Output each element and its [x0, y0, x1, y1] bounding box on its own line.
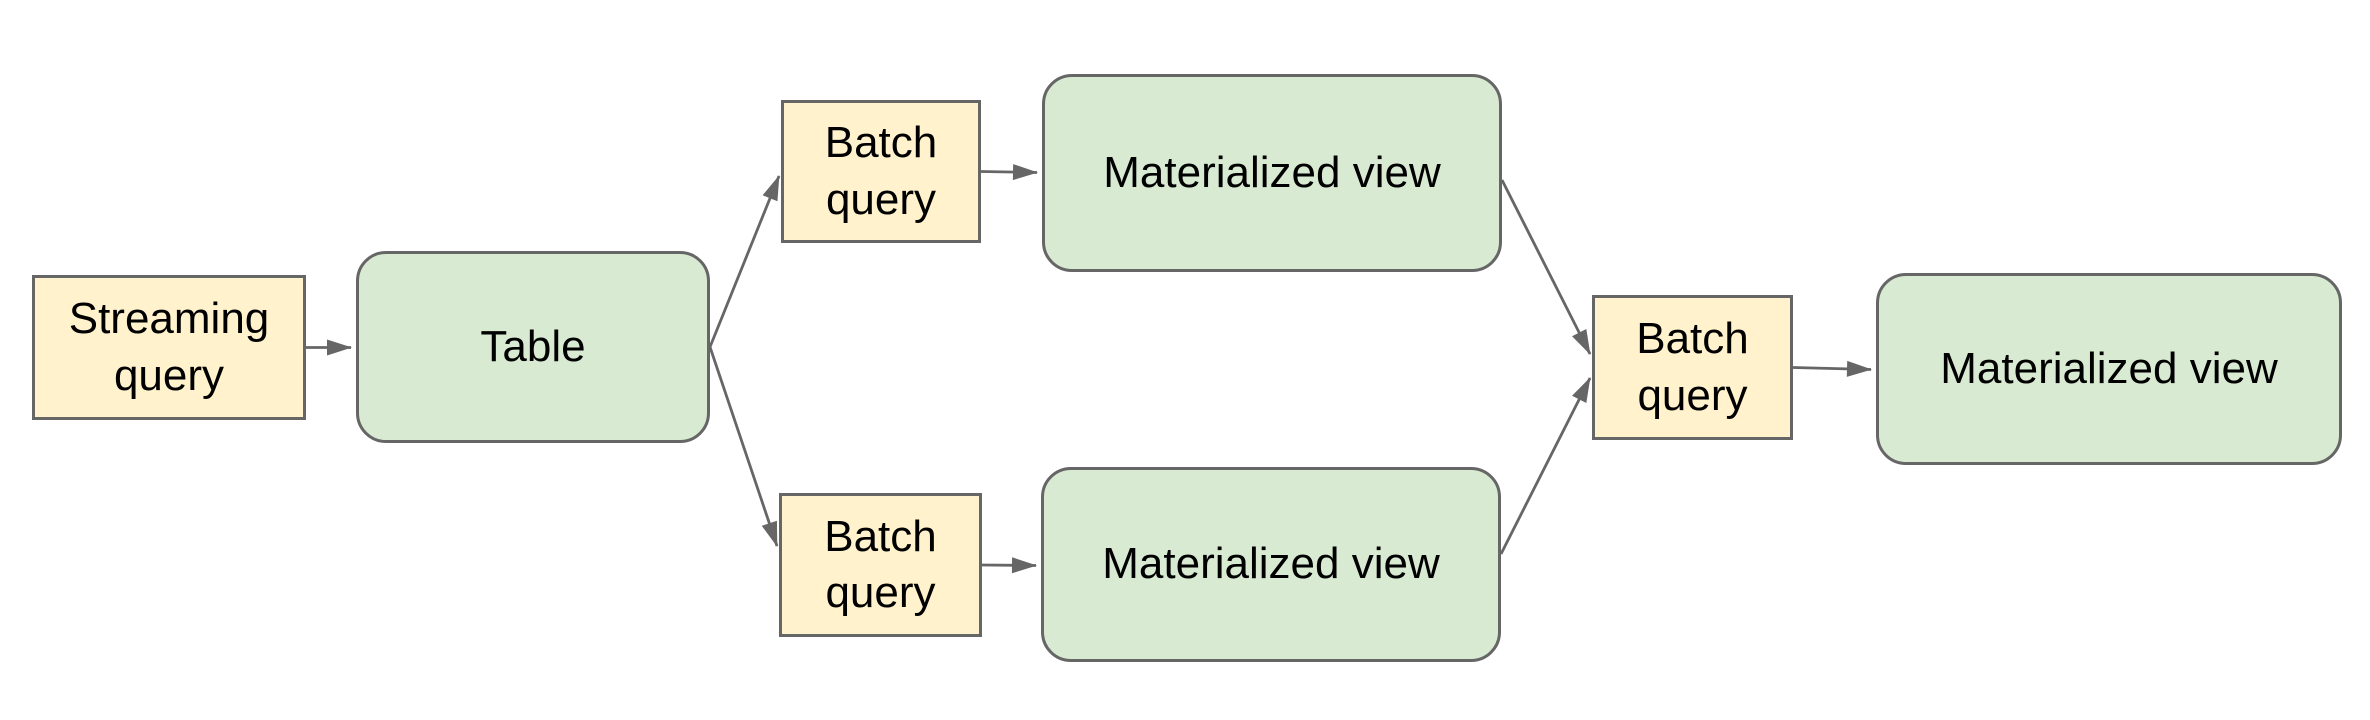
node-streaming-query: Streaming query — [32, 275, 306, 420]
edge-table-to-batch-query-bottom — [708, 346, 779, 547]
node-batch-query-top-label: Batch query — [824, 118, 938, 224]
node-materialized-view-bottom-label: Materialized view — [1102, 539, 1440, 589]
node-materialized-view-right-label: Materialized view — [1940, 343, 2278, 393]
node-batch-query-bottom: Batch query — [779, 493, 982, 637]
node-batch-query-bottom-label: Batch query — [824, 511, 937, 617]
node-table-label: Table — [480, 321, 586, 371]
edge-mv-top-to-batch-query-right — [1500, 179, 1592, 355]
node-batch-query-right-label: Batch query — [1636, 314, 1749, 420]
edge-batch-query-bottom-to-mv-bottom — [981, 557, 1037, 574]
node-materialized-view-bottom: Materialized view — [1041, 467, 1501, 662]
node-batch-query-top: Batch query — [781, 100, 981, 243]
edge-mv-bottom-to-batch-query-right — [1499, 377, 1592, 555]
node-table: Table — [356, 251, 710, 443]
edge-table-to-batch-query-top — [708, 175, 781, 348]
edge-batch-query-right-to-mv-right — [1792, 360, 1872, 377]
node-materialized-view-right: Materialized view — [1876, 273, 2342, 465]
node-materialized-view-top: Materialized view — [1042, 74, 1502, 272]
node-batch-query-right: Batch query — [1592, 295, 1793, 440]
edge-batch-query-top-to-mv-top — [980, 164, 1038, 181]
node-materialized-view-top-label: Materialized view — [1103, 147, 1441, 197]
node-streaming-query-label: Streaming query — [68, 294, 270, 400]
